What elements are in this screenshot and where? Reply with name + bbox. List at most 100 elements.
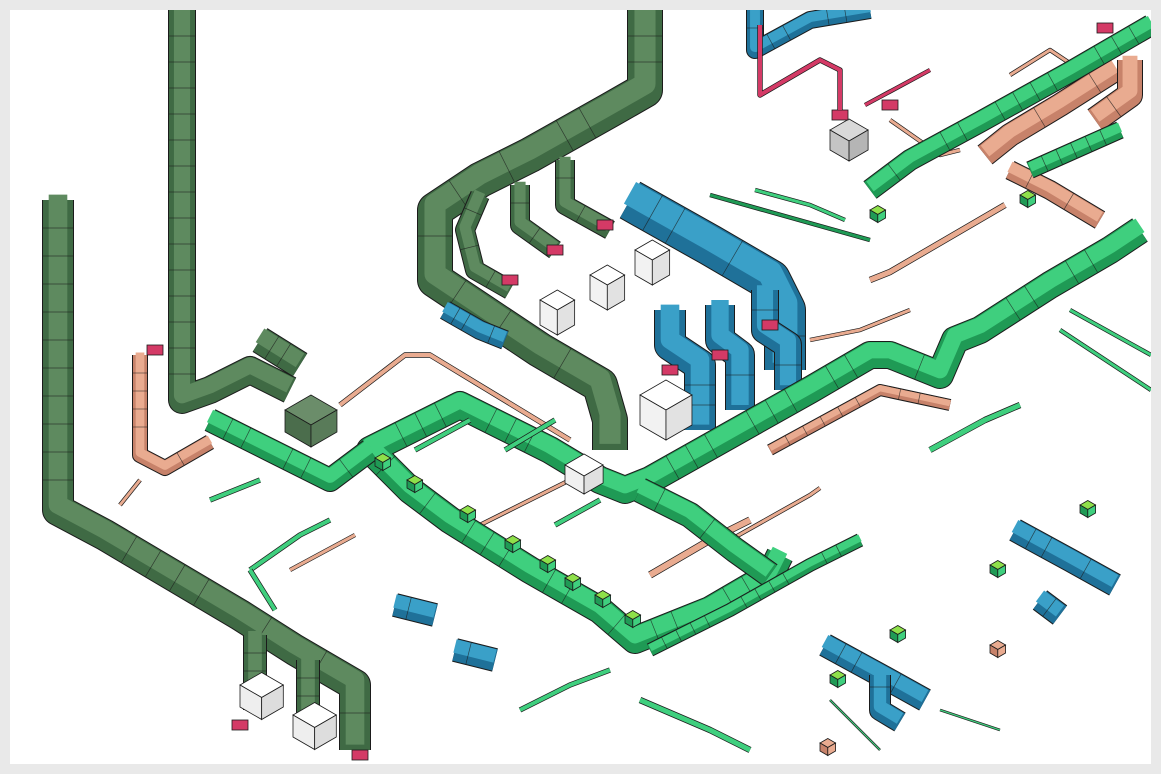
supply-duct-lower-right-joint [675, 630, 682, 642]
supply-duct-main-loop-top [361, 218, 1145, 644]
supply-duct-lower-right-joint [768, 581, 776, 592]
exhaust-branch-1 [455, 189, 515, 299]
ahu-small-left-joint [461, 313, 471, 330]
supply-duct-top-top [866, 16, 1151, 192]
supply-duct-center-run-joint [653, 488, 666, 511]
supply-pipe-9 [928, 402, 1022, 453]
supply-duct-left-run-joint [300, 457, 312, 478]
supply-duct-lower-right-joint [835, 545, 842, 557]
supply-duct-top-joint [1047, 72, 1058, 91]
supply-duct-right-short-joint [1041, 156, 1049, 171]
terminal-box-return-2-right [827, 742, 836, 757]
damper-4 [596, 219, 614, 231]
terminal-box-10-right [897, 629, 906, 644]
damper-7 [761, 319, 779, 331]
damper-3 [546, 244, 564, 256]
ahu-leg-2 [705, 300, 755, 410]
supply-flex-1-fill [829, 699, 881, 751]
equipment-box-9 [284, 394, 338, 448]
terminal-box-8 [1079, 500, 1097, 519]
return-pipe-7-fill [479, 478, 571, 527]
equipment-box-5 [634, 239, 671, 286]
supply-duct-top-joint [1093, 46, 1105, 64]
equipment-box-2 [292, 702, 338, 751]
return-riser-right-top [1090, 55, 1138, 122]
supply-duct-main-loop-joint [1005, 297, 1021, 320]
damper-10 [831, 109, 849, 121]
terminal-box-return-1 [989, 640, 1007, 659]
return-pipe-7 [479, 478, 571, 527]
equipment-box-9-right [310, 409, 338, 448]
ahu-floor-2-joint [465, 642, 472, 665]
terminal-box-11 [374, 453, 392, 472]
supply-duct-top-joint [1128, 26, 1140, 44]
equipment-box-6 [639, 379, 693, 441]
supply-duct-main-loop-joint [665, 455, 680, 479]
damper-6 [711, 349, 729, 361]
damper-1 [146, 344, 164, 356]
exhaust-main-center-joint [578, 107, 596, 138]
ahu-top-joint [766, 34, 775, 49]
equipment-box-4-right [606, 274, 626, 311]
damper-pipe-top-2-fill [864, 68, 931, 107]
terminal-box-9-right [997, 564, 1006, 579]
supply-duct-top-joint [1012, 92, 1023, 111]
ahu-main-trunk-top [623, 181, 798, 363]
exhaust-main-center-joint [448, 180, 469, 209]
ahu-floor-1-top [393, 594, 437, 618]
ahu-right-unit-joint [1080, 558, 1092, 579]
damper-pipe-top-fill [758, 25, 842, 110]
return-duct-center-joint [898, 389, 901, 400]
exhaust-riser-far-left-top [48, 194, 365, 745]
supply-duct-main-loop-joint [844, 354, 858, 378]
supply-duct-lower-right-joint [740, 596, 748, 608]
terminal-box-4-right [547, 559, 556, 574]
supply-pipe-5 [208, 477, 262, 503]
ahu-top [746, 10, 872, 59]
return-duct-main-top-joint [1033, 107, 1046, 127]
equipment-box-7 [829, 118, 869, 162]
supply-pipe-13 [638, 697, 752, 753]
supply-duct-top-joint [939, 132, 950, 151]
supply-duct-lower-right-joint [689, 623, 696, 635]
return-riser-right-joint [1106, 96, 1121, 117]
terminal-box-9 [989, 560, 1007, 579]
supply-duct-main-loop-joint [484, 408, 498, 433]
ahu-top-joint [782, 25, 791, 40]
supply-duct-main-loop-joint [1065, 260, 1079, 284]
equipment-box-7-right [848, 129, 869, 162]
ahu-small-left-joint [487, 325, 495, 343]
supply-duct-main-loop-joint [914, 354, 925, 380]
supply-duct-main-loop-joint [461, 520, 476, 543]
supply-duct-top-joint [994, 101, 1006, 120]
return-pipe-4 [728, 486, 822, 542]
supply-duct-main-loop-joint [480, 532, 495, 555]
supply-duct-main-loop-joint [704, 434, 718, 458]
damper-12 [1096, 22, 1114, 34]
ahu-top-top [750, 10, 871, 53]
damper-2 [501, 274, 519, 286]
supply-duct-left-run [204, 409, 378, 492]
damper-pipe-top [757, 25, 843, 110]
supply-flex-2 [939, 708, 1001, 732]
exhaust-branch-3-top [559, 156, 613, 232]
return-pipe-10-fill [118, 479, 142, 506]
supply-pipe-1 [709, 192, 871, 243]
terminal-box-6 [594, 590, 612, 609]
terminal-box-13-right [1027, 194, 1036, 209]
terminal-box-14 [869, 205, 887, 224]
terminal-box-5-right [572, 577, 581, 592]
terminal-box-12-right [837, 674, 846, 689]
return-riser-left-top [135, 352, 213, 470]
exhaust-main-center-joint [556, 120, 574, 151]
exhaust-riser-far-left-joint [169, 564, 186, 591]
return-duct-system [118, 47, 1143, 579]
exhaust-riser-left [168, 10, 297, 414]
supply-duct-right-short [1026, 121, 1124, 179]
return-pipe-8 [288, 533, 357, 572]
terminal-box-11-right [382, 457, 391, 472]
exhaust-branch-2 [510, 181, 561, 259]
supply-pipe-2-fill [754, 188, 846, 222]
supply-flex-2-fill [939, 709, 1001, 731]
supply-duct-system [204, 15, 1151, 753]
